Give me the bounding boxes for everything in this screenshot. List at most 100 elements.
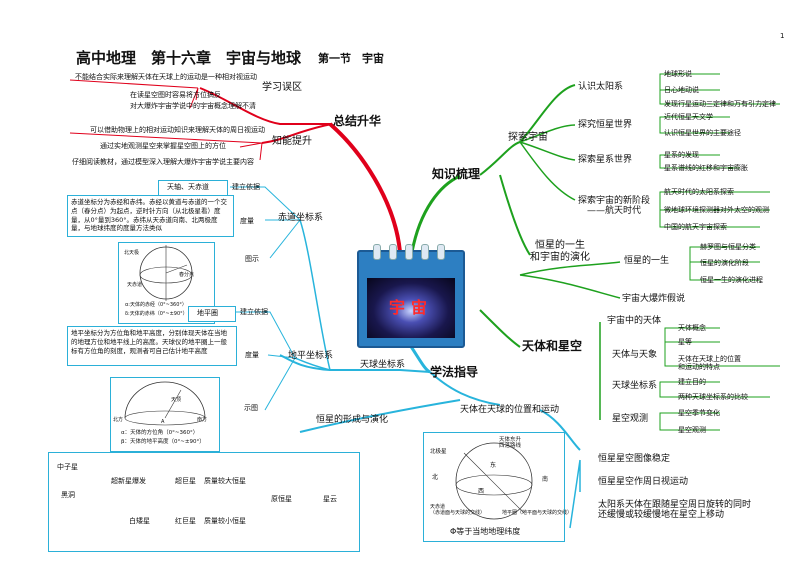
position-item: 太阳系天体在跟随星空周日旋转的同时 还缓慢或较缓慢地在星空上移动: [598, 500, 752, 521]
diagram-tag: 春分点: [179, 272, 195, 278]
equatorial-basis: 天轴、天赤道: [167, 183, 209, 191]
horizontal-basis: 地平圈: [197, 309, 218, 317]
horizontal-basis-box: 地平圈: [188, 306, 236, 322]
horizontal-basis-label: 建立依据: [240, 308, 268, 316]
star-life-node: 恒星的一生 和宇宙的演化: [530, 240, 590, 263]
section-title: 第一节 宇宙: [318, 52, 384, 65]
bodies-item: 星空季节变化: [678, 409, 720, 417]
explore-item: 发现行星运动三定律和万有引力定律: [664, 100, 776, 108]
misconception-item: 在读星空图时容易将方位搞反: [130, 91, 221, 99]
horizontal-measure-label: 度量: [245, 351, 259, 359]
equatorial-basis-label: 建立依据: [232, 183, 260, 191]
bodies-group-label: 宇宙中的天体: [607, 316, 662, 326]
position-item: 恒星星空图像稳定: [598, 454, 671, 464]
ability-item: 通过实地观测星空来掌握星空图上的方位: [100, 142, 226, 150]
bodies-item: 两种天球坐标系的比较: [678, 393, 748, 401]
star-life-sub-node: 恒星的一生: [624, 256, 670, 266]
diagram-tag: 北: [432, 474, 439, 481]
diagram-tag: 南方: [197, 417, 208, 423]
diagram-tag: 北极星: [430, 449, 447, 455]
diagram-caption: Φ等于当地地理纬度: [450, 527, 521, 536]
explore-group-label: 探究恒星世界: [578, 120, 633, 130]
evolution-stage: 黑洞: [61, 491, 75, 499]
position-item: 恒星星空作周日视运动: [598, 477, 689, 487]
explore-item: 航天时代的太阳系探索: [664, 188, 734, 196]
bodies-group-label: 天体与天象: [612, 350, 658, 360]
evolution-stage: 质量较大恒星: [204, 477, 246, 485]
explore-group-label: 认识太阳系: [578, 82, 624, 92]
explore-item: 地球形说: [664, 70, 692, 78]
method-branch: 学法指导: [430, 365, 479, 379]
celestial-sphere-diagram: [139, 245, 193, 301]
bodies-item: 天体概念: [678, 324, 706, 332]
evolution-stage: 原恒星: [271, 495, 292, 503]
equatorial-diagram-label: 图示: [245, 255, 259, 263]
misconception-item: 对大爆炸宇宙学说中的宇宙概念理解不清: [130, 102, 256, 110]
diagram-tag: 北天极: [124, 250, 140, 256]
explore-item: 中国的航天宇宙探索: [664, 223, 727, 231]
study-misconceptions-node: 学习误区: [262, 82, 302, 93]
explore-item: 近代恒星天文学: [664, 113, 713, 121]
equatorial-node: 赤道坐标系: [278, 213, 324, 223]
ability-item: 仔细阅读教材，通过模型深入理解大爆炸宇宙学说主要内容: [72, 158, 254, 166]
page-title: 高中地理 第十六章 宇宙与地球: [76, 49, 302, 67]
diagram-tag: A: [161, 419, 165, 425]
diagram-tag: 天体东升 西落路线: [499, 437, 522, 450]
explore-item: 日心地动说: [664, 86, 699, 94]
diagram-tag: 南: [542, 476, 549, 483]
explore-item: 星系谱线的红移和宇宙膨胀: [664, 164, 748, 172]
evolution-stage: 质量较小恒星: [204, 517, 246, 525]
evolution-stage: 红巨星: [175, 517, 196, 525]
equatorial-basis-box: 天轴、天赤道: [158, 180, 228, 196]
evolution-node: 恒星的形成与演化: [316, 415, 389, 425]
horizon-sphere-diagram: [124, 381, 206, 426]
bodies-item: 星空观测: [678, 426, 706, 434]
explore-universe-node: 探索宇宙: [508, 132, 548, 143]
star-life-item: 恒星一生的演化进程: [700, 276, 763, 284]
evolution-stage: 白矮星: [129, 517, 150, 525]
evolution-stage: 中子星: [57, 463, 78, 471]
diagram-tag: 天赤道: [127, 282, 143, 288]
horizontal-node: 地平坐标系: [288, 351, 334, 361]
evolution-stage: 超巨星: [175, 477, 196, 485]
center-topic-label: 宇宙: [388, 298, 433, 317]
bodies-node: 天体和星空: [522, 339, 583, 353]
horizontal-measure-text: 地平坐标分为方位角和地平高度，分别体现天体在当地的地理方位和地平线上的高度。天球…: [71, 329, 227, 355]
bodies-group-label: 星空观测: [612, 414, 649, 424]
star-life-item: 恒星的演化阶段: [700, 259, 749, 267]
galaxy-image: [367, 278, 455, 338]
page-mark: 1: [780, 32, 785, 40]
diagram-tag: 天顶: [171, 397, 182, 403]
position-node: 天体在天球的位置和运动: [460, 405, 560, 415]
ability-item: 可以借助物理上的相对运动知识来理解天体的周日视运动: [90, 126, 265, 134]
equatorial-measure-text: 赤道坐标分为赤经和赤纬。赤经以黄道与赤道的一个交点（春分点）为起点，逆时针方向（…: [71, 198, 227, 233]
evolution-box: 中子星 超新星爆发 超巨星 质量较大恒星 黑洞 原恒星 星云 白矮星 红巨星 质…: [48, 452, 360, 552]
bodies-item: 天体在天球上的位置 和运动的特点: [678, 355, 741, 372]
explore-item: 认识恒星世界的主要途径: [664, 129, 741, 137]
bigbang-node: 宇宙大爆炸假说: [622, 294, 686, 304]
explore-group-label: 探索星系世界: [578, 155, 633, 165]
equatorial-measure-box: 赤道坐标分为赤经和赤纬。赤经以黄道与赤道的一个交点（春分点）为起点，逆时针方向（…: [67, 195, 234, 237]
evolution-stage: 超新星爆发: [111, 477, 146, 485]
position-diagram-box: 天体东升 西落路线 北极星 东 北 南 西 天赤道 （赤道面与天球的交线） 地平…: [423, 432, 572, 542]
explore-item: 微地球环境探测器对外太空的观测: [664, 206, 769, 214]
legend-item: α：天体的方位角（0°~360°）: [121, 430, 199, 436]
celestial-coordinates-node: 天球坐标系: [360, 360, 406, 370]
bodies-item: 建立目的: [678, 378, 706, 386]
horizontal-diagram-label: 示图: [244, 404, 258, 412]
star-path-diagram: [455, 442, 533, 520]
legend-item: δ:天体的赤纬（0°~±90°）: [125, 311, 188, 317]
bodies-item: 星等: [678, 338, 692, 346]
diagram-tag: 北方: [113, 417, 124, 423]
star-life-item: 赫罗图与恒星分类: [700, 243, 756, 251]
diagram-tag: 地平圈（地平面与天球的交线）: [502, 510, 573, 516]
ability-node: 知能提升: [272, 136, 312, 147]
horizontal-diagram-box: 天顶 北方 南方 A α：天体的方位角（0°~360°） β：天体的地平高度（0…: [110, 377, 220, 452]
summary-branch: 总结升华: [333, 114, 382, 128]
bodies-group-label: 天球坐标系: [612, 381, 658, 391]
explore-item: 星系的发现: [664, 151, 699, 159]
legend-item: β：天体的地平高度（0°~±90°）: [121, 439, 205, 445]
misconception-item: 不能结合实际来理解天体在天球上的运动是一种相对视运动: [75, 73, 257, 81]
explore-group-label: 探索宇宙的新阶段 ——航天时代: [578, 196, 651, 217]
